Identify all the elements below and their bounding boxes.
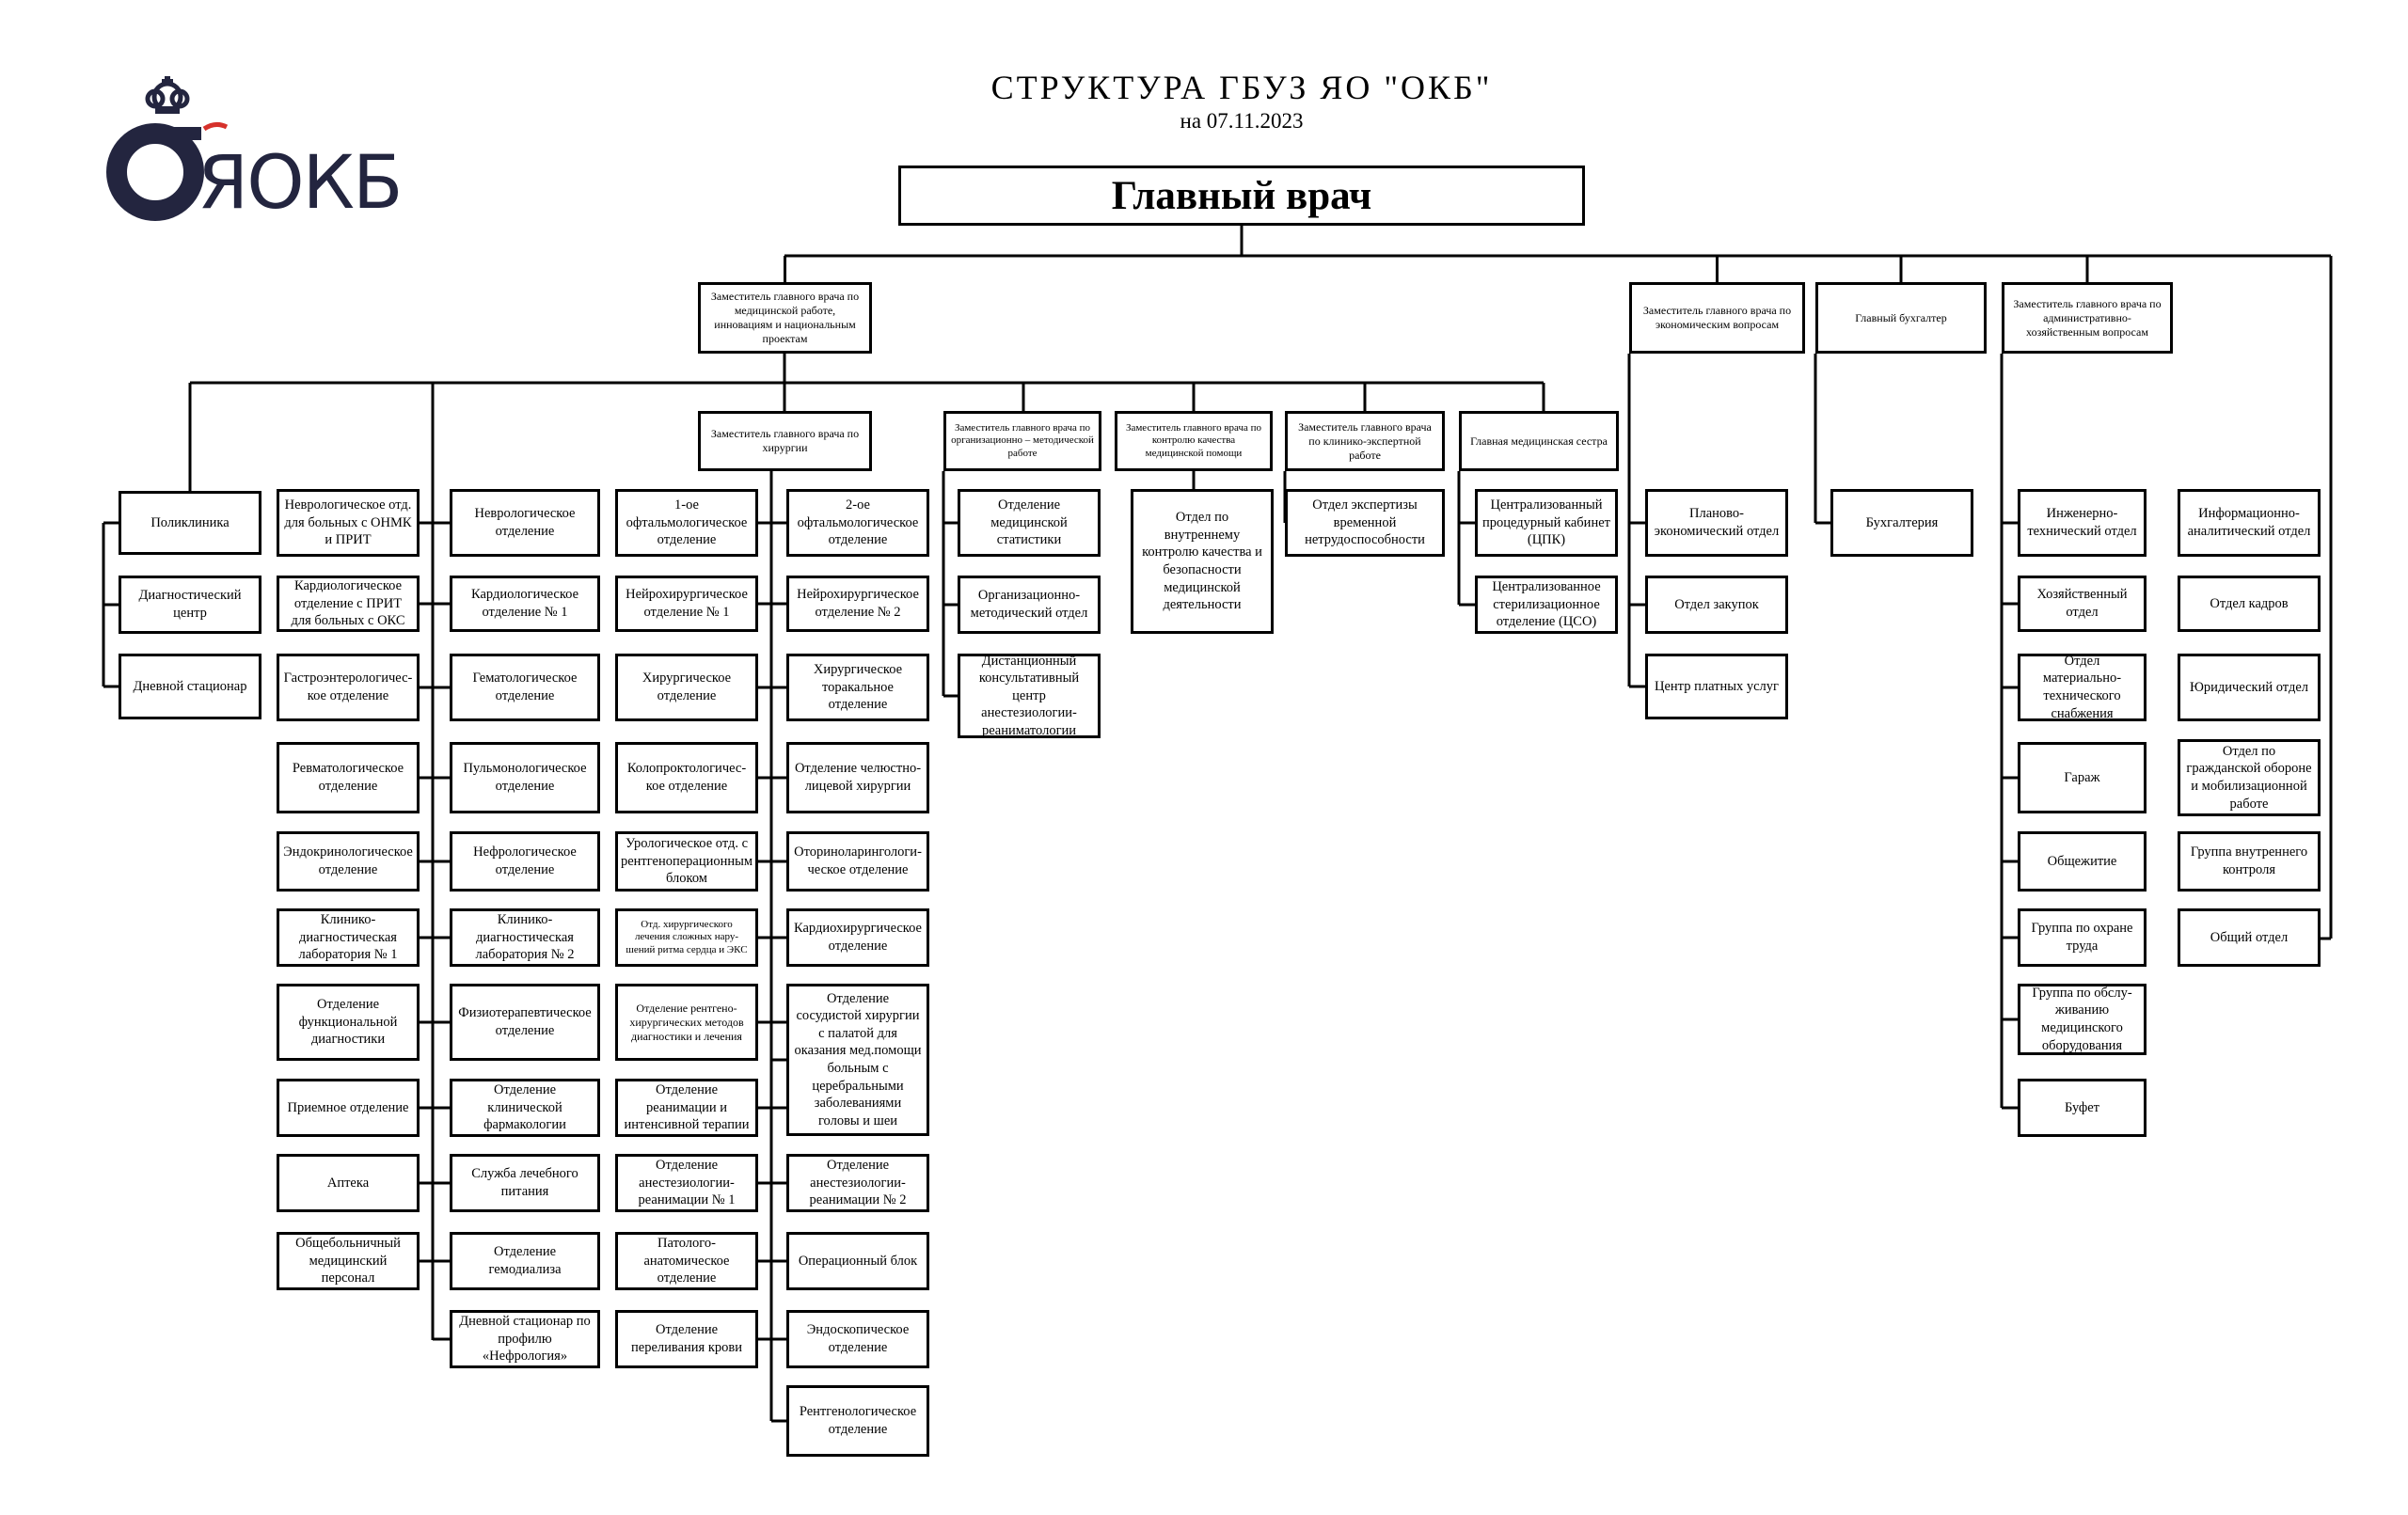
org-node-c5-2: Нейрохирургическое отделение № 2 [786, 576, 929, 632]
org-node-o-1: Отделение медицинской статистики [958, 489, 1101, 557]
logo-text: ЯОКБ [198, 141, 401, 221]
org-node-nurse: Главная медицинская сестра [1459, 411, 1619, 471]
org-node-c2-2: Кардиологическое отделение с ПРИТ для бо… [277, 576, 420, 632]
okb-logo: ЯОКБ [106, 76, 403, 221]
org-node-c5-4: Отделение челюстно-лицевой хирургии [786, 742, 929, 813]
org-node-c2-6: Клинико-диагностическая лаборатория № 1 [277, 908, 420, 967]
org-node-a-4: Гараж [2018, 742, 2147, 813]
org-node-e-1: Отдел экспертизы временной нетрудоспособ… [1285, 489, 1445, 557]
org-node-dep-surg: Заместитель главного врача по хирургии [698, 411, 872, 471]
org-node-c5-7: Отделение сосудистой хирургии с палатой … [786, 984, 929, 1136]
org-node-head: Главный врач [898, 166, 1585, 226]
org-node-c5-3: Хирургическое торакальное отделение [786, 654, 929, 721]
org-node-q-1: Отдел по внутреннему контролю качества и… [1131, 489, 1274, 634]
org-node-c5-10: Эндоскопическое отделение [786, 1310, 929, 1368]
org-node-c1-1: Поликлиника [119, 491, 261, 555]
org-node-dep-exp: Заместитель главного врача по клинико-эк… [1285, 411, 1445, 471]
org-node-dep-org: Заместитель главного врача по организаци… [943, 411, 1101, 471]
org-node-c2-7: Отделение функциональной диагностики [277, 984, 420, 1061]
org-node-a-3: Отдел материально-технического снабжения [2018, 654, 2147, 721]
org-node-a-8: Буфет [2018, 1079, 2147, 1137]
org-node-c4-9: Отделение анестезиологии-реанимации № 1 [615, 1154, 758, 1212]
org-node-c3-4: Пульмонологическое отделение [450, 742, 600, 813]
org-node-c3-6: Клинико-диагностическая лаборатория № 2 [450, 908, 600, 967]
org-node-h-1: Информационно-аналитический отдел [2178, 489, 2321, 557]
org-node-c3-3: Гематологическое отделение [450, 654, 600, 721]
org-node-a-2: Хозяйственный отдел [2018, 576, 2147, 632]
org-node-n-2: Централизованное стерилизационное отделе… [1475, 576, 1618, 634]
org-node-a-5: Общежитие [2018, 831, 2147, 892]
org-node-ec-2: Отдел закупок [1645, 576, 1788, 634]
org-node-dep-med: Заместитель главного врача по медицинско… [698, 282, 872, 354]
org-node-c5-8: Отделение анестезиологии-реанимации № 2 [786, 1154, 929, 1212]
org-node-n-1: Централизованный процедурный кабинет (ЦП… [1475, 489, 1618, 557]
org-node-c2-4: Ревматологическое отделение [277, 742, 420, 813]
page-date: на 07.11.2023 [1180, 109, 1304, 133]
org-node-c4-2: Нейрохирургическое отделение № 1 [615, 576, 758, 632]
org-node-acc-1: Бухгалтерия [1830, 489, 1973, 557]
org-node-c5-5: Оториноларингологи-ческое отделение [786, 831, 929, 892]
org-node-c5-9: Операционный блок [786, 1232, 929, 1290]
org-node-a-6: Группа по охране труда [2018, 908, 2147, 967]
org-node-c4-5: Урологическое отд. с рентгеноперационным… [615, 831, 758, 892]
org-node-c2-1: Неврологическое отд. для больных с ОНМК … [277, 489, 420, 557]
org-node-h-2: Отдел кадров [2178, 576, 2321, 632]
org-node-dep-admin: Заместитель главного врача по администра… [2002, 282, 2173, 354]
org-node-ec-3: Центр платных услуг [1645, 654, 1788, 719]
org-node-dep-econ: Заместитель главного врача по экономичес… [1629, 282, 1805, 354]
org-node-c4-4: Колопроктологичес-кое отделение [615, 742, 758, 813]
org-node-c1-3: Дневной стационар [119, 654, 261, 719]
org-node-c4-11: Отделение переливания крови [615, 1310, 758, 1368]
org-node-c3-8: Отделение клинической фармакологии [450, 1079, 600, 1137]
org-node-c3-10: Отделение гемодиализа [450, 1232, 600, 1290]
org-node-c5-11: Рентгенологическое отделение [786, 1385, 929, 1457]
org-node-h-5: Группа внутреннего контроля [2178, 831, 2321, 892]
page-title: СТРУКТУРА ГБУЗ ЯО "ОКБ" [990, 69, 1493, 106]
org-node-h-6: Общий отдел [2178, 908, 2321, 967]
org-node-c3-11: Дневной стационар по профилю «Нефрология… [450, 1310, 600, 1368]
org-node-c2-3: Гастроэнтерологичес-кое отделение [277, 654, 420, 721]
org-node-c4-3: Хирургическое отделение [615, 654, 758, 721]
org-node-h-4: Отдел по гражданской обороне и мобилизац… [2178, 739, 2321, 816]
org-node-c3-5: Нефрологическое отделение [450, 831, 600, 892]
org-node-c3-7: Физиотерапевтическое отделение [450, 984, 600, 1061]
org-node-c1-2: Диагностический центр [119, 576, 261, 634]
org-node-c4-1: 1-ое офтальмологическое отделение [615, 489, 758, 557]
org-node-c5-1: 2-ое офтальмологическое отделение [786, 489, 929, 557]
org-node-c3-1: Неврологическое отделение [450, 489, 600, 557]
org-node-c2-5: Эндокринологическое отделение [277, 831, 420, 892]
org-node-c3-9: Служба лечебного питания [450, 1154, 600, 1212]
org-node-c3-2: Кардиологическое отделение № 1 [450, 576, 600, 632]
org-node-h-3: Юридический отдел [2178, 654, 2321, 721]
org-node-c4-8: Отделение реанимации и интенсивной терап… [615, 1079, 758, 1137]
org-node-c4-10: Патолого-анатомическое отделение [615, 1232, 758, 1290]
org-node-c2-8: Приемное отделение [277, 1079, 420, 1137]
org-node-ec-1: Планово-экономический отдел [1645, 489, 1788, 557]
org-node-accountant: Главный бухгалтер [1815, 282, 1987, 354]
org-node-c5-6: Кардиохирургическое отделение [786, 908, 929, 967]
org-node-c4-7: Отделение рентгено-хирургических методов… [615, 984, 758, 1061]
org-node-a-1: Инженерно-технический отдел [2018, 489, 2147, 557]
org-node-c2-10: Общебольничный медицинский персонал [277, 1232, 420, 1290]
org-node-c4-6: Отд. хирургического лечения сложных нару… [615, 908, 758, 967]
org-node-o-2: Организационно-методический отдел [958, 576, 1101, 634]
org-node-a-7: Группа по обслу-живанию медицинского обо… [2018, 984, 2147, 1055]
org-node-c2-9: Аптека [277, 1154, 420, 1212]
org-node-o-3: Дистанционный консультативный центр анес… [958, 654, 1101, 738]
org-node-dep-qual: Заместитель главного врача по контролю к… [1115, 411, 1273, 471]
